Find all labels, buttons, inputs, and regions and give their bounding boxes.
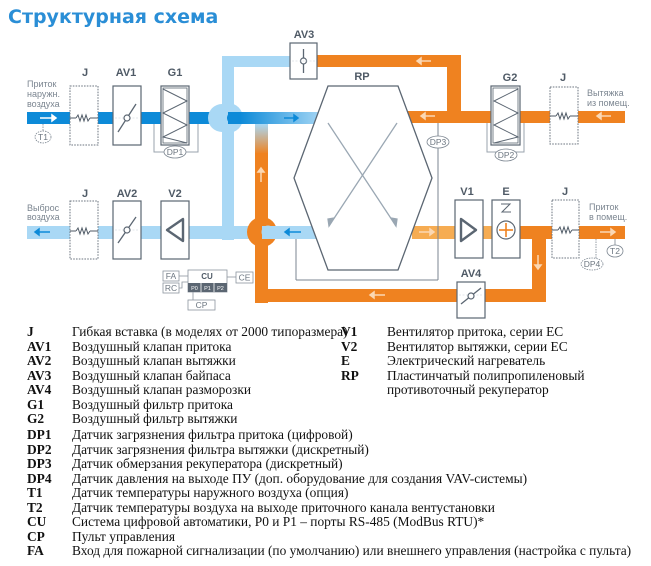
g1-label: G1 <box>168 67 183 79</box>
e-electric-heater <box>491 199 521 259</box>
g2-label: G2 <box>503 72 518 84</box>
av3-label: AV3 <box>294 29 315 41</box>
svg-text:DP4: DP4 <box>584 259 601 269</box>
av3-bypass-damper <box>289 42 318 80</box>
av2-exhaust-damper <box>112 200 142 260</box>
svg-text:DP1: DP1 <box>167 147 184 157</box>
v1-supply-fan <box>454 199 484 259</box>
j-inlet-flex <box>69 85 99 146</box>
supply-gradient-duct <box>240 112 324 124</box>
av1-supply-damper <box>112 85 142 146</box>
av4-label: AV4 <box>461 268 482 280</box>
defrost-duct-vertical <box>255 124 268 154</box>
rp-cross-arrows-icon <box>327 122 398 228</box>
svg-text:T1: T1 <box>38 132 48 142</box>
svg-text:P2: P2 <box>217 286 224 292</box>
svg-text:CU: CU <box>201 272 213 281</box>
av4-defrost-damper <box>456 281 486 319</box>
svg-text:FA: FA <box>166 271 177 281</box>
svg-text:DP3: DP3 <box>430 137 447 147</box>
av2-label: AV2 <box>117 188 138 200</box>
dp4-sensor <box>580 257 604 271</box>
svg-text:Приток: Приток <box>27 79 57 89</box>
t1-sensor <box>34 130 52 144</box>
exhaust-outlet-duct <box>27 226 257 239</box>
structural-diagram: RP DP3 AV3 Приток наружн. воздуха T1 J A… <box>27 29 630 319</box>
v2-exhaust-fan <box>160 200 190 260</box>
control-unit-block: FA RC CU P0 P1 P2 CE CP <box>162 269 254 311</box>
v1-label: V1 <box>460 186 473 198</box>
j-exhaust-label: J <box>560 72 566 84</box>
svg-text:CP: CP <box>196 300 208 310</box>
svg-text:CE: CE <box>239 273 251 283</box>
svg-text:Вытяжка: Вытяжка <box>587 88 624 98</box>
dp3-sensor <box>426 135 450 149</box>
flow-arrows <box>33 56 617 300</box>
page-title: Структурная схема <box>8 6 219 28</box>
svg-text:P0: P0 <box>191 286 198 292</box>
g2-exhaust-filter <box>486 85 525 153</box>
g1-supply-filter <box>153 85 199 153</box>
j-exhaust-flex <box>549 86 579 145</box>
e-label: E <box>502 186 509 198</box>
j-supply-label: J <box>562 186 568 198</box>
svg-text:воздуха: воздуха <box>27 212 60 222</box>
j-outlet-flex <box>69 200 99 260</box>
defrost-duct-bottom <box>255 289 546 302</box>
j-inlet-label: J <box>82 67 88 79</box>
svg-text:T2: T2 <box>610 246 620 256</box>
bypass-duct-vertical <box>222 56 234 240</box>
rp-label: RP <box>354 71 369 83</box>
cp-box <box>187 299 216 311</box>
svg-text:DP2: DP2 <box>498 150 515 160</box>
svg-text:Выброс: Выброс <box>27 203 60 213</box>
bypass-duct-top <box>222 56 292 67</box>
defrost-duct-right <box>532 226 546 302</box>
dp1-sensor <box>163 145 187 159</box>
j-outlet-label: J <box>82 188 88 200</box>
svg-text:из помещ.: из помещ. <box>587 98 630 108</box>
dp2-sensor <box>494 148 518 162</box>
svg-text:воздуха: воздуха <box>27 99 60 109</box>
svg-text:RC: RC <box>165 283 177 293</box>
svg-text:P1: P1 <box>204 286 211 292</box>
j-supply-flex <box>551 199 580 259</box>
v2-label: V2 <box>168 188 181 200</box>
t2-sensor <box>606 244 624 258</box>
exhaust-bypass-duct-vertical <box>447 55 461 123</box>
exhaust-bypass-duct-top <box>316 55 461 67</box>
svg-text:Приток: Приток <box>589 202 619 212</box>
legend-item: противоточный рекуператор <box>387 382 549 397</box>
svg-text:в помещ.: в помещ. <box>589 212 627 222</box>
svg-text:наружн.: наружн. <box>27 89 60 99</box>
av1-label: AV1 <box>116 67 137 79</box>
ce-box <box>235 271 254 284</box>
